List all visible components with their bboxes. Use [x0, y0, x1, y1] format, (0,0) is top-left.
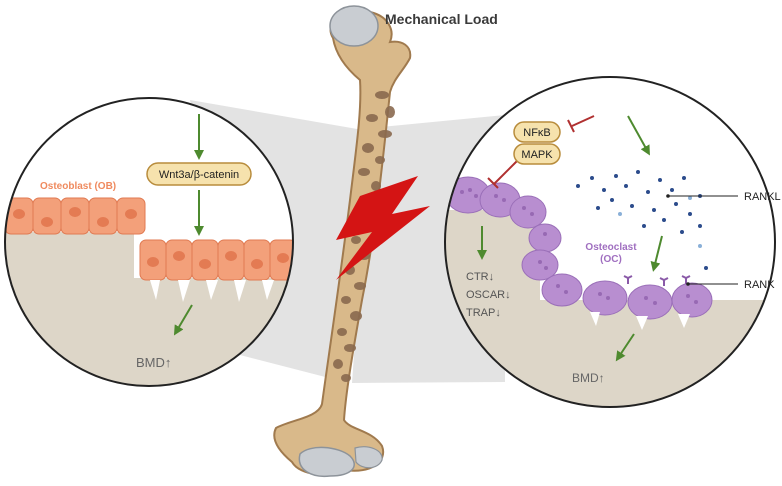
osteoclast-label-line1: Osteoclast	[585, 242, 637, 253]
osteoblast-panel: Wnt3a/β-catenin Osteoblast (OB) BMD↑	[4, 97, 294, 387]
rank-receptors	[623, 275, 691, 286]
osteoclast-nuclei	[460, 188, 698, 305]
rank-label: RANK	[744, 279, 775, 291]
osteoclast-panel: NFκB MAPK Osteoclast (OC) CTR↓ OSCAR↓ TR…	[444, 76, 776, 408]
femoral-head	[329, 5, 379, 47]
marker-oscar: OSCAR↓	[466, 289, 511, 301]
femoral-condyle	[298, 446, 355, 478]
resorption-pits	[590, 312, 690, 330]
rankl-label: RANKL	[744, 191, 781, 203]
mapk-label: MAPK	[521, 149, 553, 161]
osteoclast-label-line2: (OC)	[600, 254, 622, 265]
right-bmd-label: BMD↑	[572, 371, 605, 385]
inhibit-arrow-1	[567, 115, 595, 133]
nfkb-label: NFκB	[523, 127, 551, 139]
stimulate-arrow-4	[627, 115, 650, 156]
stimulate-arrow-5	[650, 235, 663, 272]
wnt-label: Wnt3a/β-catenin	[159, 169, 239, 181]
stimulate-arrow-3	[173, 304, 193, 336]
nfkb-box	[513, 121, 561, 143]
marker-trap: TRAP↓	[466, 307, 501, 319]
osteoblast-nuclei	[13, 207, 289, 269]
stimulate-arrow-7	[615, 333, 635, 362]
osteoclast-cells	[445, 176, 713, 320]
femur-bone	[273, 5, 412, 478]
marker-ctr: CTR↓	[466, 271, 494, 283]
left-bmd-label: BMD↑	[136, 355, 171, 370]
wnt-label-box	[146, 162, 252, 186]
inhibit-arrow-2	[487, 159, 519, 189]
rankl-dots	[576, 170, 708, 270]
bone-gaps	[150, 280, 274, 302]
osteoblast-label: Osteoblast (OB)	[40, 181, 116, 192]
mapk-box	[513, 143, 561, 165]
lightning-bolt	[336, 176, 430, 280]
title: Mechanical Load	[385, 11, 498, 27]
